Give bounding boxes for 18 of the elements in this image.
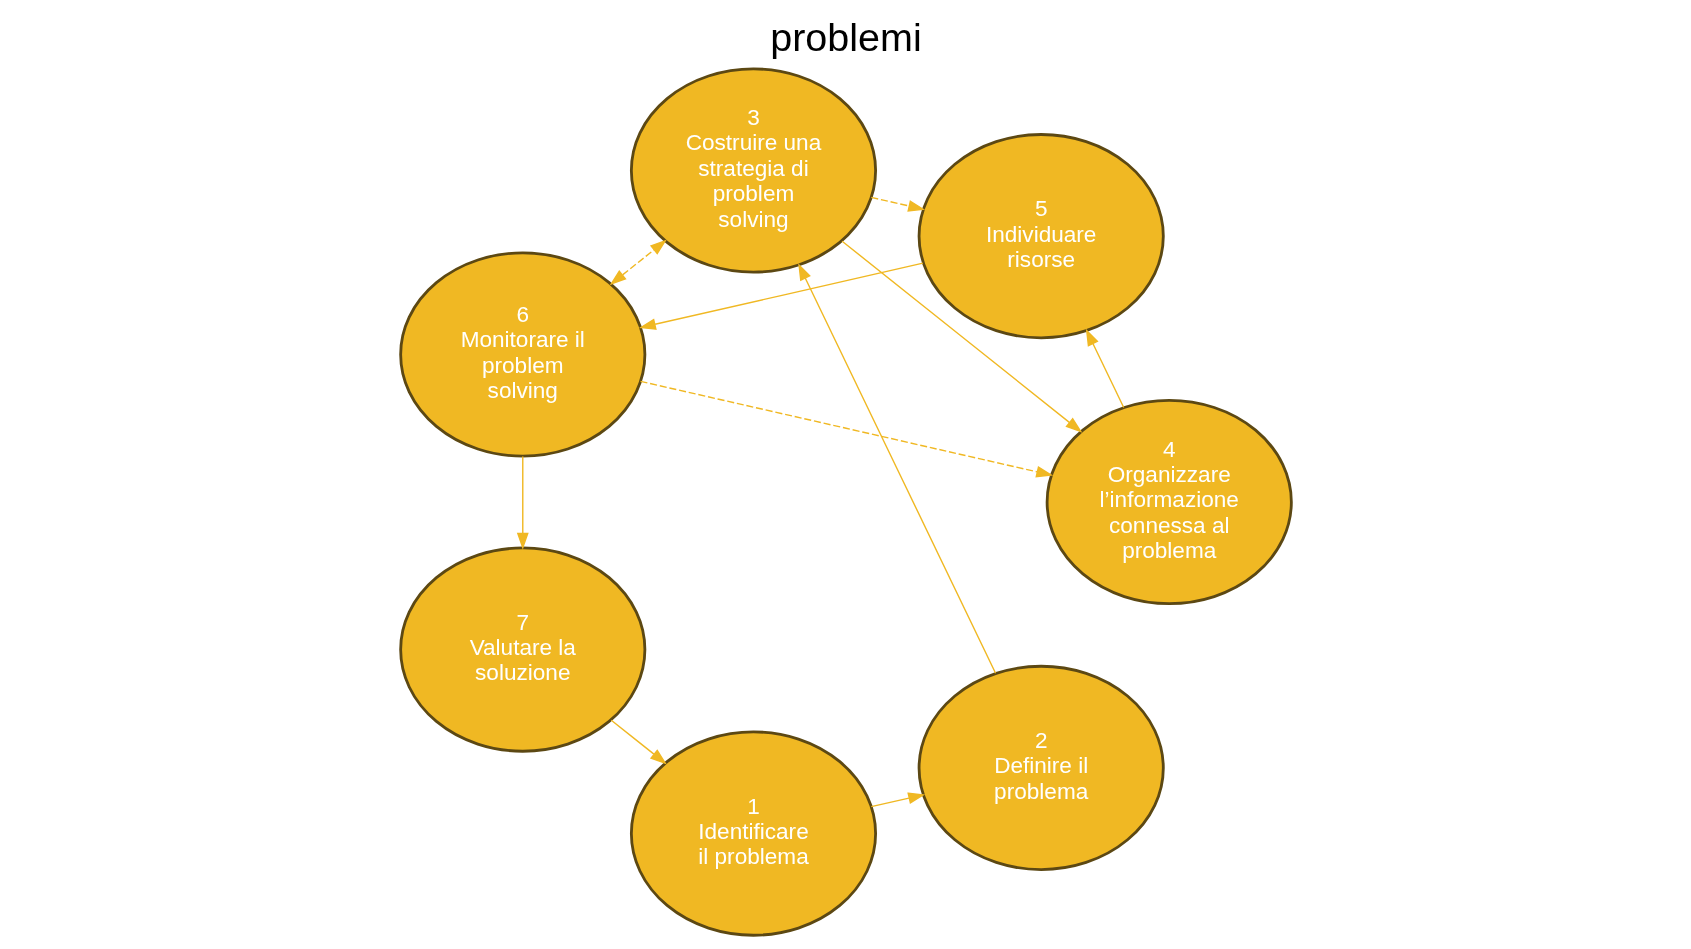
node-ellipse: 1 Identificare il problema xyxy=(629,730,877,937)
arrow xyxy=(840,240,1082,433)
arrow xyxy=(516,455,529,550)
node-ellipse: 3 Costruire una strategia di problem solving xyxy=(629,67,877,274)
diagram-title: problemi xyxy=(769,15,922,60)
node-ellipse: 5 Individuare risorse xyxy=(917,133,1165,340)
node-ellipse: 2 Definire il problema xyxy=(917,664,1165,871)
arrow xyxy=(638,262,924,330)
arrow xyxy=(1085,328,1124,409)
arrow xyxy=(870,792,925,808)
node-ellipse: 4 Organizzare l’informazione connessa al problema xyxy=(1045,398,1293,606)
node-ellipse: 6 Monitorare il problem solving xyxy=(398,251,646,458)
arrow xyxy=(870,196,925,212)
arrow xyxy=(609,239,667,286)
arrow xyxy=(639,380,1053,478)
arrow xyxy=(610,719,667,765)
node-ellipse: 7 Valutare la soluzione xyxy=(398,546,646,753)
arrow xyxy=(797,263,996,674)
